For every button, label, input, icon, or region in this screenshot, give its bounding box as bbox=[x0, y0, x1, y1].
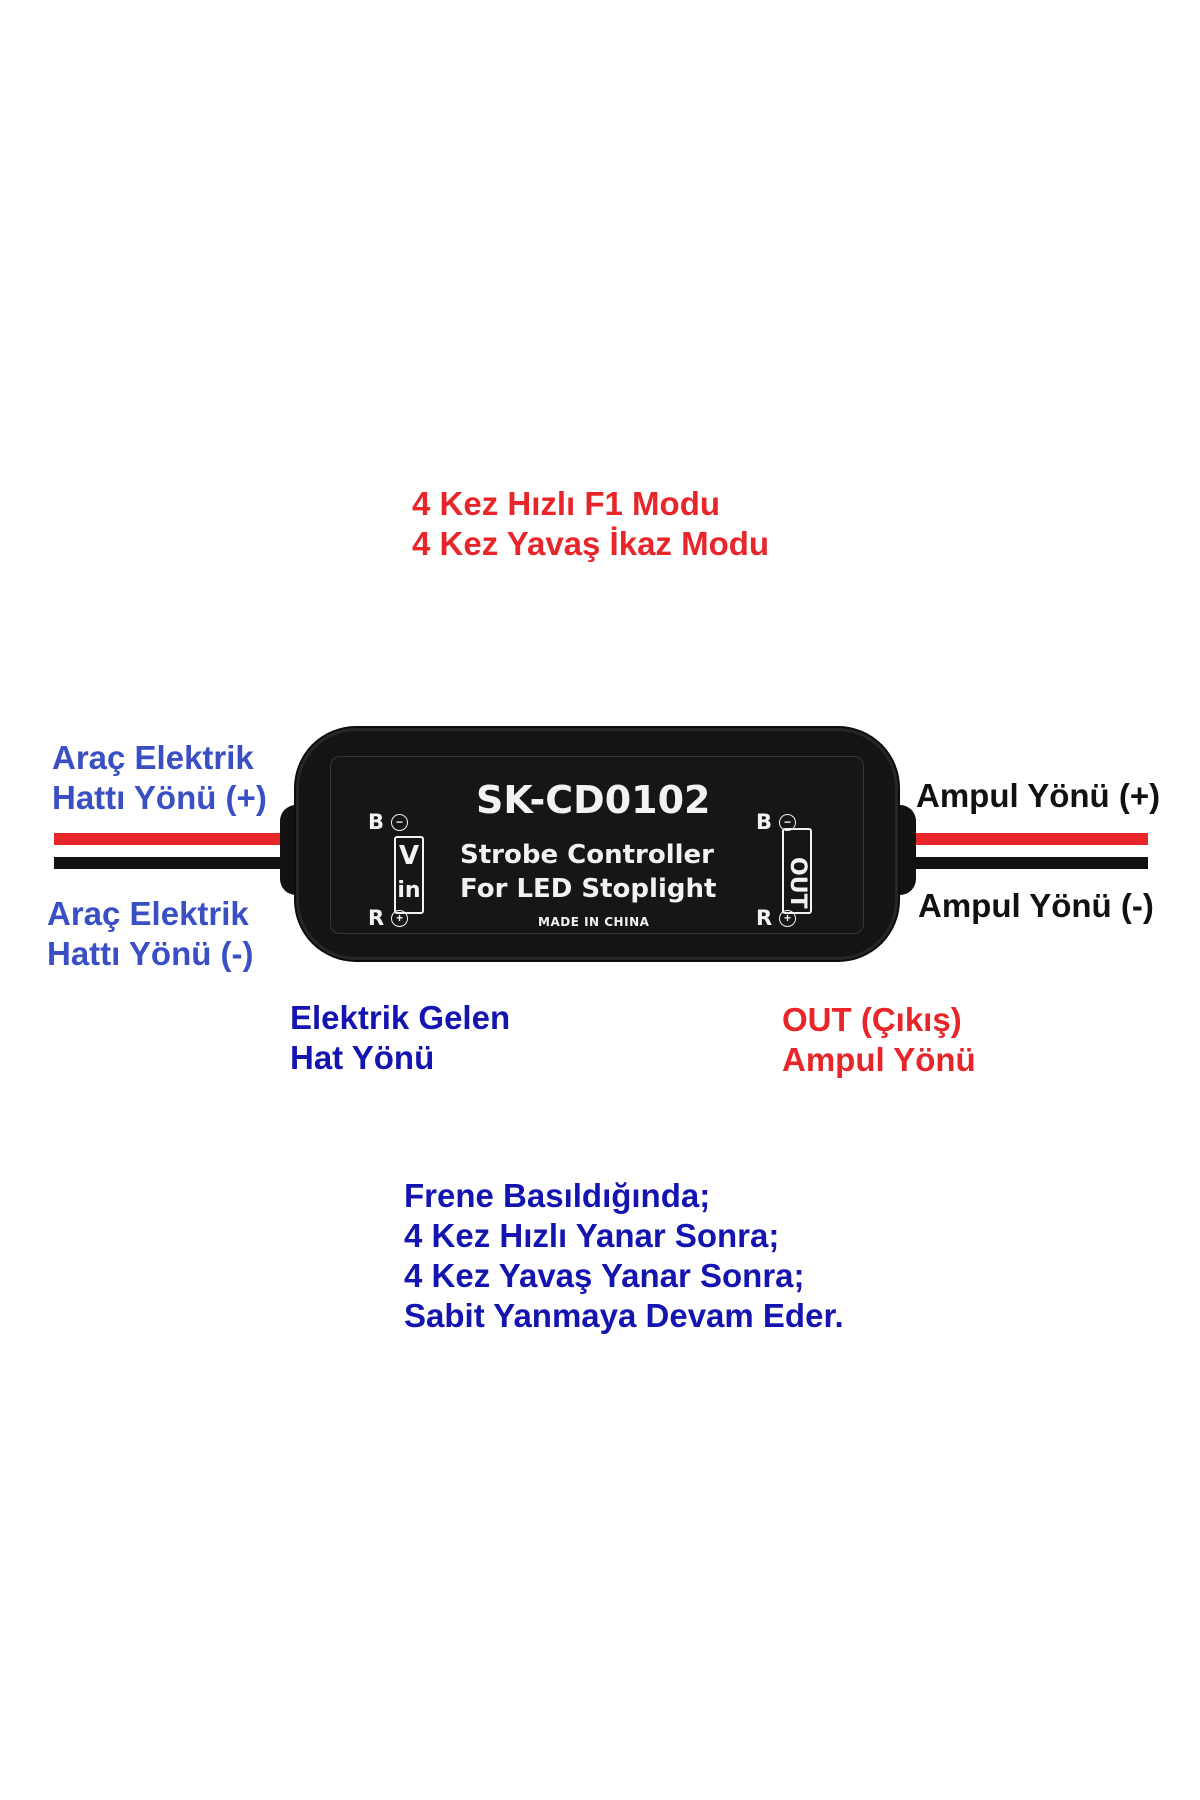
bottom-note-line2: 4 Kez Hızlı Yanar Sonra; bbox=[404, 1217, 780, 1254]
bottom-note-line4: Sabit Yanmaya Devam Eder. bbox=[404, 1297, 844, 1334]
left-minus-line1: Araç Elektrik bbox=[47, 895, 249, 932]
out-label: OUT bbox=[785, 857, 810, 909]
vin-in: in bbox=[397, 878, 421, 903]
input-line1: Elektrik Gelen bbox=[290, 999, 511, 1036]
bottom-note: Frene Basıldığında; 4 Kez Hızlı Yanar So… bbox=[404, 1176, 844, 1336]
left-plus-line2: Hattı Yönü (+) bbox=[52, 779, 267, 816]
top-note-line1: 4 Kez Hızlı F1 Modu bbox=[412, 485, 721, 522]
left-black-wire bbox=[54, 857, 304, 869]
output-direction-label: OUT (Çıkış) Ampul Yönü bbox=[782, 1000, 976, 1080]
input-line2: Hat Yönü bbox=[290, 1039, 435, 1076]
right-plus-label: Ampul Yönü (+) bbox=[916, 777, 1161, 814]
device-title-line2: For LED Stoplight bbox=[460, 874, 717, 904]
left-pin-r: R bbox=[368, 906, 385, 930]
device-title-line1: Strobe Controller bbox=[460, 840, 714, 870]
output-line1: OUT (Çıkış) bbox=[782, 1001, 962, 1038]
vin-v: V bbox=[398, 841, 420, 871]
device-model: SK-CD0102 bbox=[476, 778, 711, 822]
right-minus-label: Ampul Yönü (-) bbox=[918, 887, 1154, 924]
input-direction-label: Elektrik Gelen Hat Yönü bbox=[290, 998, 510, 1078]
right-pin-b: B bbox=[756, 810, 773, 834]
left-minus-line2: Hattı Yönü (-) bbox=[47, 935, 254, 972]
top-note: 4 Kez Hızlı F1 Modu 4 Kez Yavaş İkaz Mod… bbox=[412, 484, 769, 564]
left-red-wire bbox=[54, 833, 304, 845]
output-line2: Ampul Yönü bbox=[782, 1041, 976, 1078]
left-plus-line1: Araç Elektrik bbox=[52, 739, 254, 776]
made-in-label: MADE IN CHINA bbox=[538, 915, 650, 929]
out-box: OUT bbox=[782, 828, 812, 914]
vin-box: V in bbox=[394, 836, 424, 914]
right-pin-minus: − bbox=[779, 814, 796, 831]
right-black-wire bbox=[890, 857, 1148, 869]
right-red-wire bbox=[890, 833, 1148, 845]
left-pin-plus: + bbox=[391, 910, 408, 927]
right-pin-plus: + bbox=[779, 910, 796, 927]
bottom-note-line3: 4 Kez Yavaş Yanar Sonra; bbox=[404, 1257, 805, 1294]
left-pin-b: B bbox=[368, 810, 385, 834]
bottom-note-line1: Frene Basıldığında; bbox=[404, 1177, 711, 1214]
device-label-panel bbox=[330, 756, 864, 934]
left-minus-label: Araç Elektrik Hattı Yönü (-) bbox=[47, 894, 254, 974]
strobe-controller-device: SK-CD0102 Strobe Controller For LED Stop… bbox=[296, 728, 898, 960]
left-plus-label: Araç Elektrik Hattı Yönü (+) bbox=[52, 738, 267, 818]
right-pin-r: R bbox=[756, 906, 773, 930]
top-note-line2: 4 Kez Yavaş İkaz Modu bbox=[412, 525, 770, 562]
left-pin-minus: − bbox=[391, 814, 408, 831]
